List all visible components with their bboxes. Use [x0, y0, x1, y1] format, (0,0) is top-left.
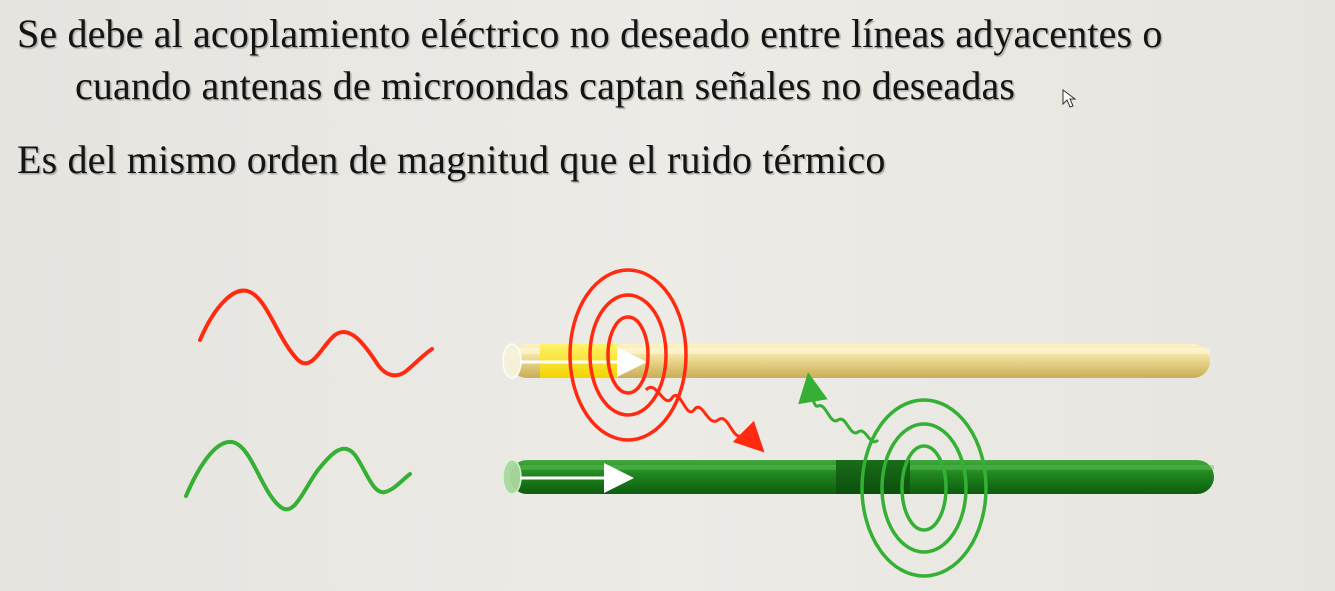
bullet-crosstalk-cause: Se debe al acoplamiento eléctrico no des…: [17, 8, 1327, 112]
red-field-rings-icon: [568, 268, 688, 442]
yellow-cable-end: [502, 343, 522, 379]
bullet1-line2: cuando antenas de microondas captan seña…: [75, 63, 1016, 108]
green-cable: [502, 459, 1214, 495]
red-sine-wave-icon: [198, 288, 434, 378]
red-interference-arrow: [644, 385, 765, 453]
green-interference-arrow: [798, 372, 880, 444]
green-sine-wave-icon: [184, 439, 412, 512]
bullet1-line1: Se debe al acoplamiento eléctrico no des…: [17, 11, 1163, 56]
green-field-rings-icon: [860, 398, 988, 578]
mouse-cursor-icon: [1062, 89, 1077, 108]
bullet-magnitude: Es del mismo orden de magnitud que el ru…: [17, 137, 886, 182]
green-cable-end: [502, 459, 522, 495]
green-cable-core: [836, 460, 910, 494]
